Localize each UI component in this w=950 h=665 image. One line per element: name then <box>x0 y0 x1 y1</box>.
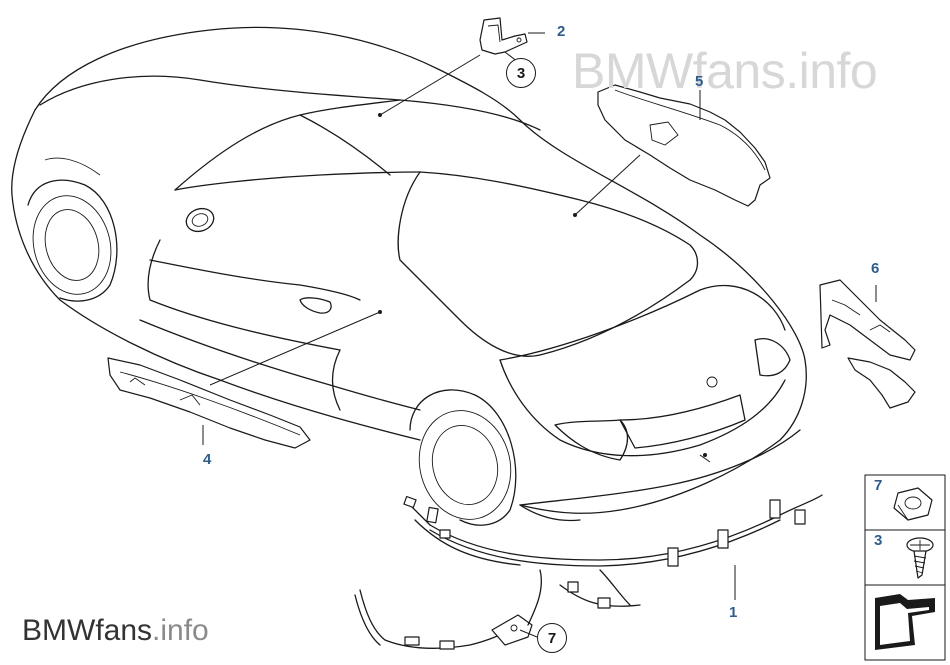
screw-icon <box>906 537 934 579</box>
nut-icon <box>893 487 933 521</box>
callout-part-6: 6 <box>871 260 880 277</box>
part-bracket-2 <box>378 17 545 117</box>
part-lower-harness <box>354 569 542 650</box>
callout-part-4: 4 <box>203 451 212 468</box>
callout-part-3-circle: 3 <box>506 58 536 88</box>
callout-part-7-circle: 7 <box>537 623 567 653</box>
watermark-bottom: BMWfans.info <box>22 614 209 647</box>
part-bumper-bracket-6 <box>819 279 916 409</box>
callout-part-5: 5 <box>695 73 704 90</box>
legend-label-nut: 7 <box>874 477 883 494</box>
legend-label-screw: 3 <box>874 532 883 549</box>
part-wiring-harness-1 <box>403 453 823 609</box>
fastener-legend <box>864 474 946 661</box>
callout-part-2: 2 <box>557 23 566 40</box>
watermark-top: BMWfans.info <box>572 43 878 99</box>
car-body <box>11 26 807 526</box>
part-sill-strip-4 <box>107 310 382 449</box>
part-plate-icon <box>875 594 935 650</box>
part-insulation-5 <box>573 84 771 217</box>
callout-part-1: 1 <box>729 604 738 621</box>
